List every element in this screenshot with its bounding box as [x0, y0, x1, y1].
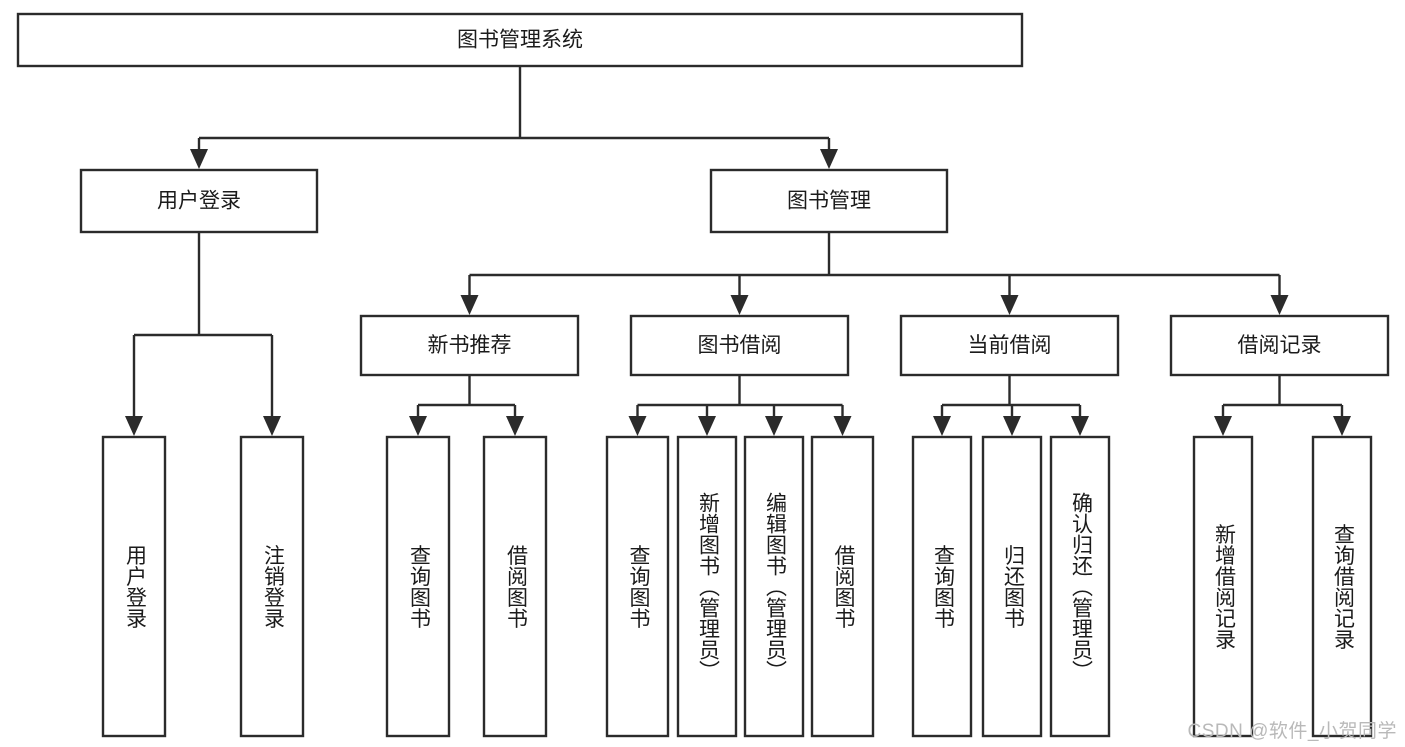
- node-box[interactable]: [709, 168, 949, 234]
- node-current[interactable]: 当前借阅: [899, 314, 1120, 377]
- connector-group-current: [933, 375, 1089, 436]
- node-leaf-new-2[interactable]: 借阅图书: [482, 435, 548, 738]
- arrow-head-icon: [409, 416, 427, 436]
- node-box[interactable]: [359, 314, 580, 377]
- node-box[interactable]: [239, 435, 305, 738]
- node-box[interactable]: [1169, 314, 1390, 377]
- node-label: 归还图书: [1001, 545, 1025, 629]
- node-label: 借阅图书: [504, 545, 528, 629]
- node-leaf-login-1[interactable]: 用户登录: [101, 435, 167, 738]
- node-leaf-borrow-2[interactable]: 新增图书（管理员）: [676, 435, 738, 738]
- node-bookmgmt[interactable]: 图书管理: [709, 168, 949, 234]
- connector-group-records: [1214, 375, 1351, 436]
- node-borrow[interactable]: 图书借阅: [629, 314, 850, 377]
- node-label: 编辑图书（管理员）: [763, 492, 787, 681]
- node-leaf-rec-2[interactable]: 查询借阅记录: [1311, 435, 1373, 738]
- node-box[interactable]: [676, 435, 738, 738]
- arrow-head-icon: [1270, 295, 1289, 315]
- node-box[interactable]: [385, 435, 451, 738]
- node-box[interactable]: [810, 435, 875, 738]
- node-label: 查询图书: [627, 545, 651, 629]
- node-box[interactable]: [1192, 435, 1254, 738]
- node-label: 确认归还（管理员）: [1069, 492, 1093, 681]
- arrow-head-icon: [628, 416, 647, 436]
- node-label: 注销登录: [261, 545, 285, 629]
- connector-group-borrow: [628, 375, 852, 436]
- arrow-head-icon: [1333, 416, 1351, 436]
- node-label: 当前借阅: [968, 334, 1052, 357]
- arrow-head-icon: [1071, 416, 1089, 436]
- node-box[interactable]: [899, 314, 1120, 377]
- connector-layer: [125, 66, 1351, 436]
- connector-group-bookmgmt: [460, 232, 1289, 315]
- arrow-head-icon: [698, 416, 716, 436]
- node-box[interactable]: [911, 435, 973, 738]
- node-box[interactable]: [79, 168, 319, 234]
- node-box[interactable]: [605, 435, 670, 738]
- node-label: 借阅记录: [1238, 334, 1322, 357]
- arrow-head-icon: [125, 416, 143, 436]
- arrow-head-icon: [933, 416, 951, 436]
- node-records[interactable]: 借阅记录: [1169, 314, 1390, 377]
- connector-group-newbook: [409, 375, 524, 436]
- node-leaf-borrow-1[interactable]: 查询图书: [605, 435, 670, 738]
- arrow-head-icon: [1003, 416, 1021, 436]
- node-label: 借阅图书: [832, 545, 856, 629]
- node-leaf-borrow-4[interactable]: 借阅图书: [810, 435, 875, 738]
- arrow-head-icon: [730, 295, 749, 315]
- node-box[interactable]: [1049, 435, 1111, 738]
- node-label: 新书推荐: [428, 334, 512, 357]
- node-login[interactable]: 用户登录: [79, 168, 319, 234]
- node-box[interactable]: [101, 435, 167, 738]
- node-label: 图书借阅: [698, 334, 782, 357]
- arrow-head-icon: [460, 295, 479, 315]
- node-leaf-login-2[interactable]: 注销登录: [239, 435, 305, 738]
- arrow-head-icon: [506, 416, 524, 436]
- arrow-head-icon: [190, 149, 208, 169]
- node-leaf-cur-3[interactable]: 确认归还（管理员）: [1049, 435, 1111, 738]
- node-leaf-cur-1[interactable]: 查询图书: [911, 435, 973, 738]
- node-leaf-rec-1[interactable]: 新增借阅记录: [1192, 435, 1254, 738]
- node-box[interactable]: [981, 435, 1043, 738]
- node-box[interactable]: [16, 12, 1024, 68]
- node-box[interactable]: [1311, 435, 1373, 738]
- node-label: 查询图书: [931, 545, 955, 629]
- node-label: 用户登录: [157, 190, 241, 213]
- node-box[interactable]: [482, 435, 548, 738]
- arrow-head-icon: [833, 416, 852, 436]
- node-root[interactable]: 图书管理系统: [16, 12, 1024, 68]
- connector-group-root: [190, 66, 838, 169]
- node-newbook[interactable]: 新书推荐: [359, 314, 580, 377]
- node-label: 新增图书（管理员）: [696, 492, 720, 681]
- node-label: 图书管理: [787, 190, 871, 213]
- node-label: 图书管理系统: [457, 29, 583, 52]
- arrow-head-icon: [1000, 295, 1019, 315]
- node-label: 查询图书: [407, 545, 431, 629]
- node-leaf-borrow-3[interactable]: 编辑图书（管理员）: [743, 435, 805, 738]
- arrow-head-icon: [820, 149, 838, 169]
- node-box[interactable]: [629, 314, 850, 377]
- node-box[interactable]: [743, 435, 805, 738]
- node-label: 用户登录: [123, 545, 147, 629]
- node-leaf-cur-2[interactable]: 归还图书: [981, 435, 1043, 738]
- node-leaf-new-1[interactable]: 查询图书: [385, 435, 451, 738]
- node-layer: 图书管理系统用户登录图书管理新书推荐图书借阅当前借阅借阅记录用户登录注销登录查询…: [16, 12, 1390, 738]
- arrow-head-icon: [1214, 416, 1232, 436]
- node-label: 查询借阅记录: [1331, 524, 1355, 650]
- connector-group-login: [125, 232, 281, 436]
- node-label: 新增借阅记录: [1212, 524, 1236, 650]
- arrow-head-icon: [263, 416, 281, 436]
- arrow-head-icon: [765, 416, 783, 436]
